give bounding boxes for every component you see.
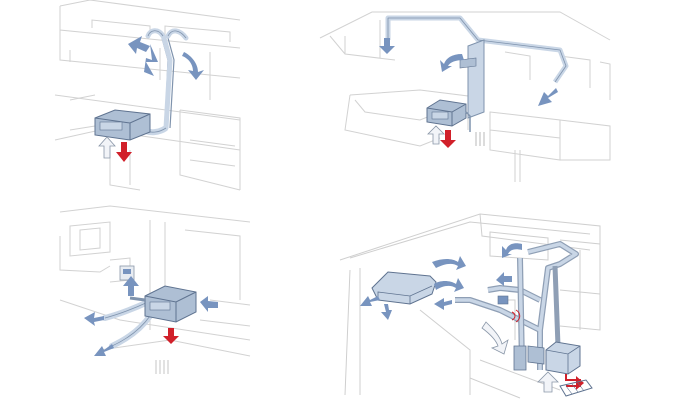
panel-top-left — [54, 0, 241, 191]
cabin-linework — [59, 205, 251, 357]
radiant-heat-icon — [155, 360, 169, 374]
supply-arrow-icon — [116, 142, 132, 162]
intake-arrow-icon — [98, 136, 116, 159]
cabin-linework — [319, 11, 611, 182]
panel-bottom-right — [339, 213, 601, 399]
heater-unit-icon — [371, 271, 437, 305]
heater-unit-icon — [426, 99, 471, 132]
radiant-heat-icon — [511, 309, 521, 323]
cabin-linework — [54, 0, 241, 191]
supply-arrow-icon — [163, 328, 179, 344]
supply-arrow-icon — [565, 374, 584, 390]
panel-top-right — [319, 11, 611, 182]
control-panel-icon — [497, 295, 509, 305]
floor-grate — [559, 379, 593, 397]
cabin-linework — [339, 213, 601, 399]
airflow-arrow-icon — [84, 276, 218, 356]
heater-unit-icon — [129, 285, 197, 323]
control-panel-icon — [119, 265, 135, 281]
heater-unit-icon — [94, 109, 151, 141]
intake-arrow-icon — [481, 321, 559, 393]
heater-unit-icon — [513, 341, 581, 375]
airflow-arrow-icon — [128, 36, 204, 80]
supply-arrow-icon — [440, 130, 456, 148]
airflow-arrow-icon — [360, 243, 522, 320]
intake-arrow-icon — [427, 125, 445, 145]
panel-bottom-left — [59, 205, 251, 374]
radiant-heat-icon — [475, 132, 485, 146]
airflow-arrow-icon — [379, 38, 558, 106]
